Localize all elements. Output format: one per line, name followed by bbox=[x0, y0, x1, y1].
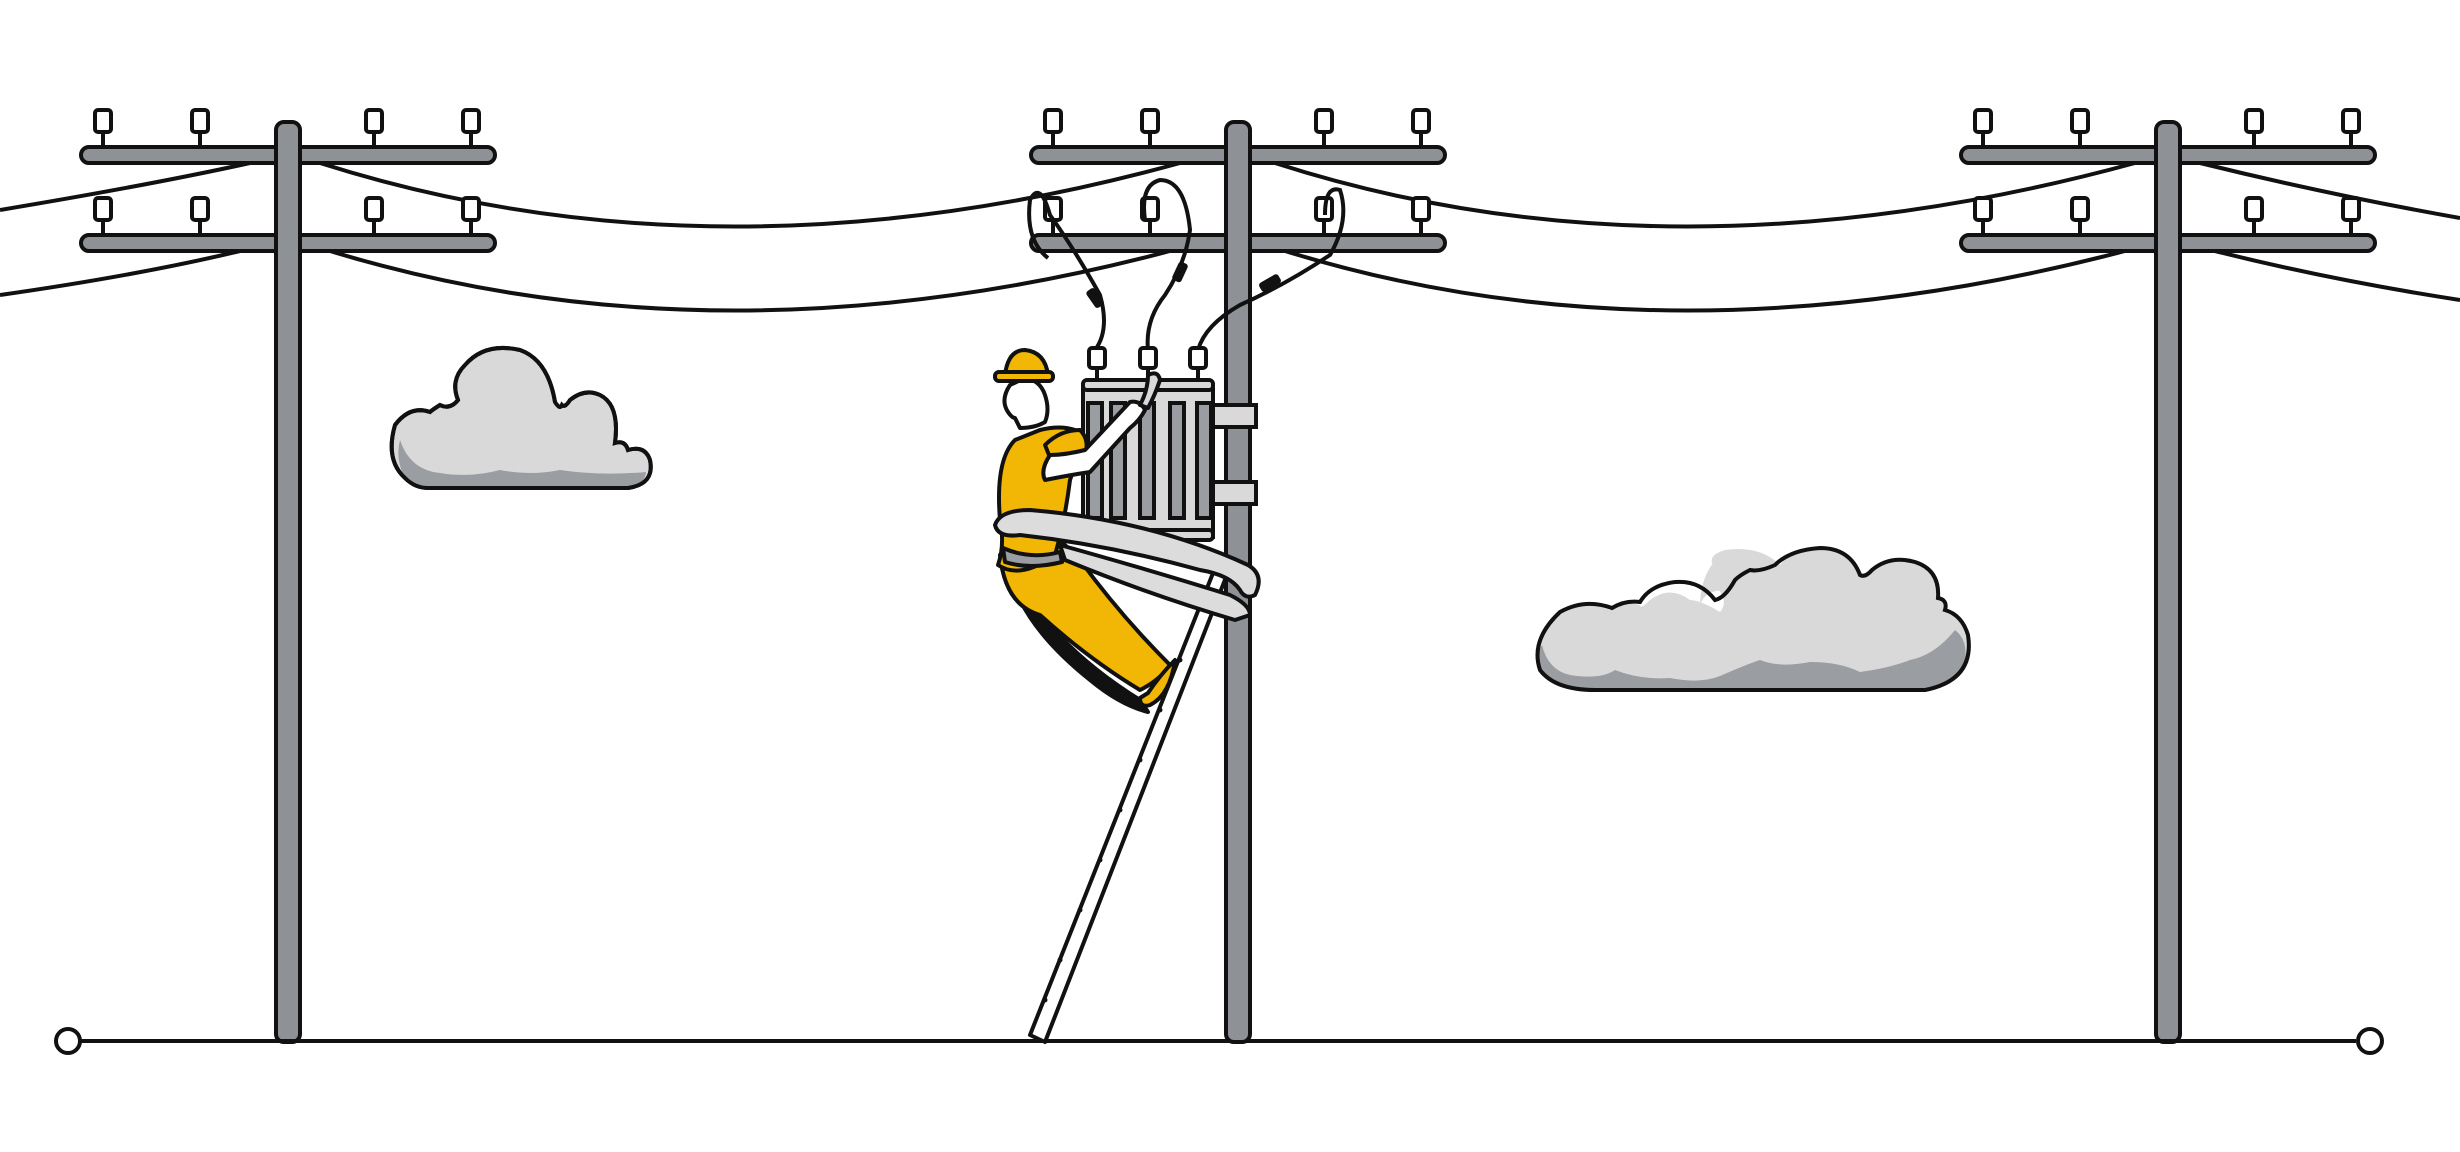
wire-clamps bbox=[1086, 261, 1281, 308]
jumper-wires bbox=[1027, 177, 1346, 352]
ground-line bbox=[54, 1027, 2384, 1055]
cloud-icon bbox=[1535, 545, 1971, 692]
utility-pole-left bbox=[79, 108, 497, 1044]
power-lines bbox=[0, 161, 2460, 313]
worker-icon bbox=[993, 348, 1261, 714]
cloud-icon bbox=[389, 345, 653, 490]
utility-pole-right bbox=[1959, 108, 2377, 1044]
